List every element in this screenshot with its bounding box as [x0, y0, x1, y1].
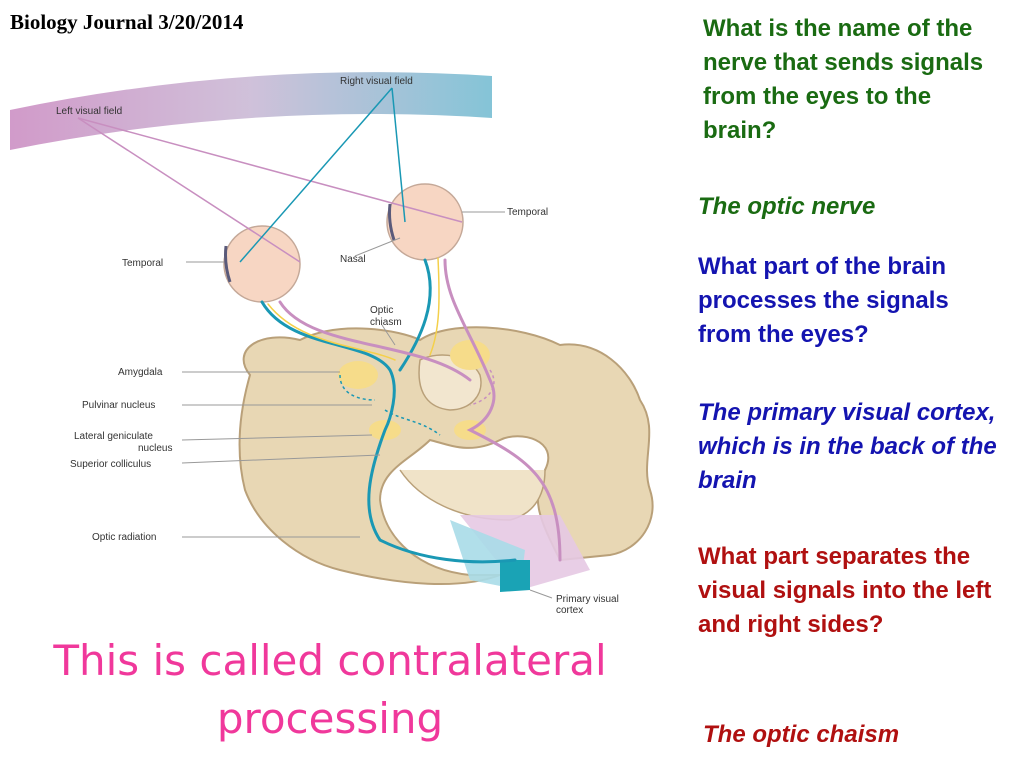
label-right-visual-field: Right visual field	[340, 76, 413, 87]
journal-title: Biology Journal 3/20/2014	[10, 10, 244, 34]
label-amygdala: Amygdala	[118, 367, 163, 378]
label-lgn-2: nucleus	[138, 443, 172, 454]
label-pulvinar: Pulvinar nucleus	[82, 400, 155, 411]
label-primary-visual-cortex-2: cortex	[556, 605, 583, 616]
eye-right	[386, 183, 464, 261]
label-optic-radiation: Optic radiation	[92, 532, 156, 543]
label-left-visual-field: Left visual field	[56, 106, 122, 117]
answer-optic-nerve: The optic nerve	[698, 193, 876, 220]
question-optic-chiasm: What part separates the visual signals i…	[698, 543, 992, 638]
question-optic-nerve: What is the name of the nerve that sends…	[703, 15, 984, 144]
label-superior-colliculus: Superior colliculus	[70, 459, 151, 470]
label-lgn: Lateral geniculate	[74, 431, 153, 442]
contralateral-callout: This is called contralateral processing	[53, 636, 607, 743]
answer-optic-chiasm: The optic chaism	[703, 721, 900, 748]
label-primary-visual-cortex: Primary visual	[556, 594, 619, 605]
amygdala-nucleus	[338, 361, 378, 389]
visual-pathway-diagram: Right visual field Left visual field Tem…	[10, 72, 654, 616]
right-field-pathway	[260, 300, 517, 564]
visual-field-band	[10, 72, 492, 150]
left-field-pathway	[443, 258, 562, 562]
answer-visual-cortex: The primary visual cortex, which is in t…	[698, 399, 997, 494]
label-optic-chiasm-2: chiasm	[370, 317, 402, 328]
label-nasal: Nasal	[340, 254, 366, 265]
label-optic-chiasm: Optic	[370, 305, 393, 316]
label-temporal-left: Temporal	[122, 258, 163, 269]
label-temporal-right: Temporal	[507, 207, 548, 218]
question-visual-cortex: What part of the brain processes the sig…	[698, 253, 949, 348]
brain-section	[238, 326, 654, 592]
